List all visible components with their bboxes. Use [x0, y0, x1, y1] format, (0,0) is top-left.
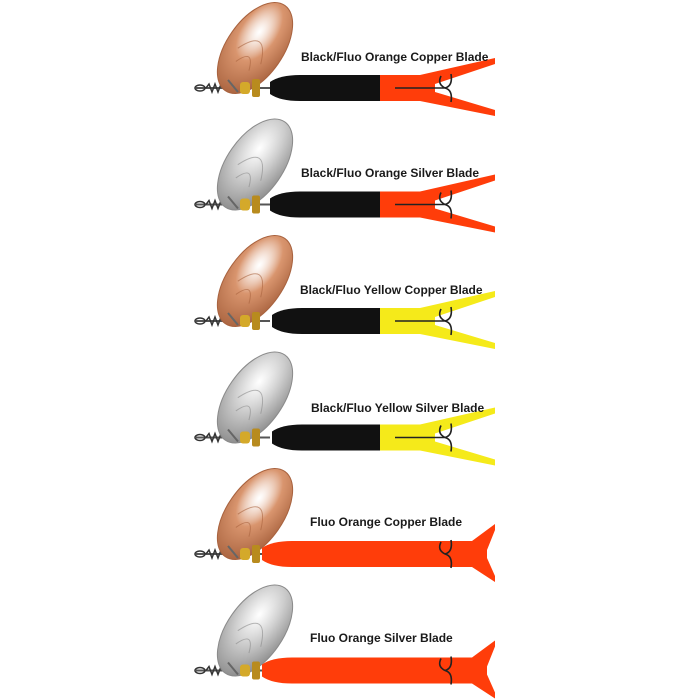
swivel-eye	[194, 666, 206, 675]
lure-tail	[380, 291, 495, 349]
treble-hook	[395, 423, 453, 452]
blade	[216, 584, 294, 677]
variant-label-4: Black/Fluo Yellow Silver Blade	[311, 401, 485, 415]
treble-hook	[395, 306, 453, 336]
brass-bead	[252, 428, 260, 447]
lure-tail	[432, 640, 495, 699]
lure-6	[194, 584, 495, 699]
swivel-eye	[194, 550, 206, 558]
clevis	[227, 661, 239, 676]
lure-tail	[432, 524, 495, 582]
clevis	[227, 195, 239, 210]
lure-tail	[380, 58, 495, 116]
lure-body	[272, 308, 380, 334]
variant-label-3: Black/Fluo Yellow Copper Blade	[300, 283, 483, 297]
brass-bead	[252, 661, 260, 680]
lure-2	[194, 118, 495, 233]
treble-hook	[395, 190, 453, 219]
blade-copper	[216, 234, 294, 328]
variant-label-1: Black/Fluo Orange Copper Blade	[301, 50, 489, 64]
swivel-eye	[194, 433, 206, 442]
swivel-eye	[194, 200, 206, 209]
lure-body	[270, 191, 380, 218]
clevis	[227, 545, 239, 559]
lure-body	[272, 424, 380, 451]
blade-logo	[235, 622, 264, 654]
blade-copper	[216, 467, 294, 561]
brass-bead	[240, 198, 250, 211]
treble-hook	[438, 539, 453, 569]
brass-bead	[252, 79, 260, 97]
blade-copper	[216, 1, 294, 95]
variant-label-6: Fluo Orange Silver Blade	[310, 631, 453, 645]
lure-3	[194, 234, 495, 349]
treble-hook	[438, 656, 453, 685]
lure-1	[194, 1, 495, 116]
brass-bead	[240, 431, 250, 444]
blade-logo	[235, 273, 264, 304]
brass-bead	[252, 312, 260, 330]
brass-bead	[240, 315, 250, 327]
blade-silver	[216, 118, 294, 211]
blade-logo	[235, 40, 264, 71]
blade	[216, 118, 294, 211]
blade-silver	[216, 584, 294, 677]
lure-tail	[380, 174, 495, 233]
brass-bead	[240, 82, 250, 94]
brass-bead	[252, 195, 260, 214]
clevis	[227, 312, 239, 326]
swivel-eye	[194, 84, 206, 92]
brass-bead	[240, 548, 250, 560]
blade-silver	[216, 351, 294, 444]
lure-4	[194, 351, 495, 466]
lure-body	[262, 541, 432, 567]
blade	[216, 467, 294, 561]
blade-logo	[235, 156, 264, 188]
lure-body	[270, 75, 380, 101]
blade	[216, 234, 294, 328]
brass-bead	[240, 664, 250, 677]
clevis	[227, 428, 239, 443]
swivel-eye	[194, 317, 206, 325]
variant-label-5: Fluo Orange Copper Blade	[310, 515, 463, 529]
treble-hook	[395, 73, 453, 103]
lure-5	[194, 467, 495, 582]
blade	[216, 351, 294, 444]
clevis	[227, 79, 239, 93]
variant-label-2: Black/Fluo Orange Silver Blade	[301, 166, 480, 180]
lure-body	[262, 657, 432, 684]
blade-logo	[235, 506, 264, 537]
lure-tail	[380, 407, 495, 466]
brass-bead	[252, 545, 260, 563]
blade	[216, 1, 294, 95]
blade-logo	[235, 389, 264, 421]
